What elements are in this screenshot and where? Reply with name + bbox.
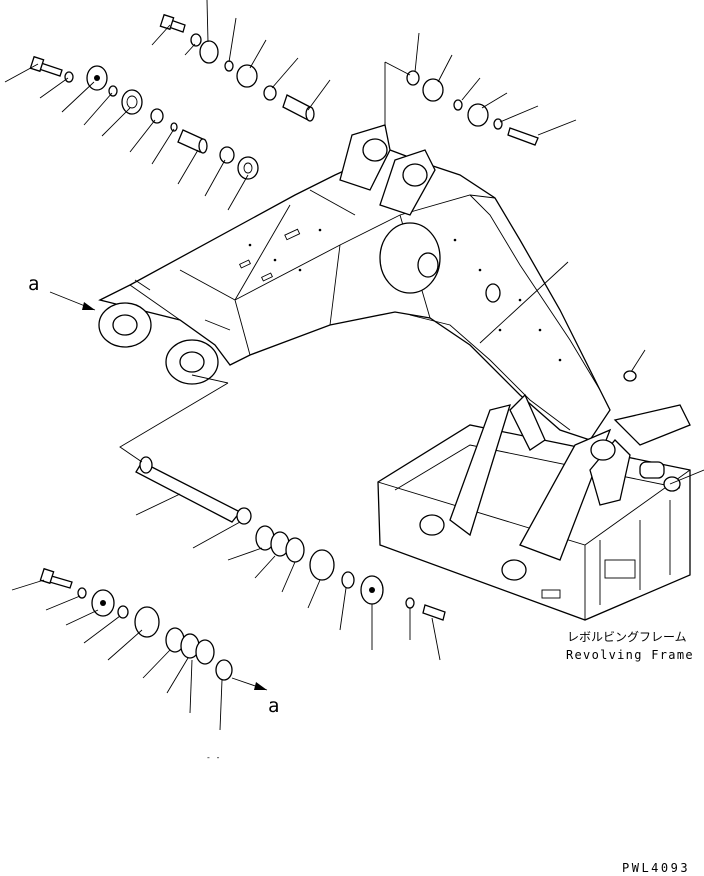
plate-3 bbox=[422, 78, 444, 102]
bushing-1 bbox=[121, 89, 143, 115]
revolving-frame bbox=[377, 393, 691, 621]
washer-5 bbox=[493, 118, 503, 130]
leader-lines bbox=[4, 0, 704, 731]
washer-7 bbox=[77, 587, 87, 599]
collar-3 bbox=[134, 606, 160, 638]
washer-3 bbox=[190, 33, 202, 47]
view-arrow-bottom bbox=[231, 677, 268, 691]
pin-1 bbox=[177, 129, 206, 153]
stray-mark: - - bbox=[206, 753, 220, 762]
parts-upper-middle bbox=[159, 13, 315, 122]
washer-2 bbox=[219, 146, 235, 164]
collar-1 bbox=[237, 156, 259, 180]
shim-ring-3 bbox=[285, 537, 305, 563]
parts-lower-left bbox=[39, 567, 233, 681]
o-ring-5 bbox=[117, 605, 129, 619]
parts-upper-left bbox=[29, 55, 259, 180]
nut-2 bbox=[263, 85, 277, 101]
bushing-3 bbox=[467, 103, 489, 127]
drawing-code: PWL4093 bbox=[622, 861, 690, 875]
washer-6 bbox=[405, 597, 415, 609]
shim-ring-6 bbox=[195, 639, 215, 665]
view-marker-bottom: a bbox=[268, 695, 279, 717]
plate-2 bbox=[199, 40, 219, 64]
bolt-3 bbox=[507, 127, 539, 146]
shim-1 bbox=[170, 122, 178, 132]
bushing-2 bbox=[236, 64, 258, 88]
boom-foot-pin bbox=[135, 461, 242, 523]
collar-2 bbox=[309, 549, 335, 581]
parts-upper-right bbox=[406, 70, 539, 146]
boom bbox=[98, 124, 611, 441]
spacer-2 bbox=[215, 659, 233, 681]
boom-foot-pin-assembly bbox=[135, 456, 446, 621]
spacer-1 bbox=[236, 507, 252, 525]
o-ring-4 bbox=[341, 571, 355, 589]
emblem-plate bbox=[485, 283, 501, 303]
grease-fitting bbox=[623, 370, 637, 382]
o-ring-3 bbox=[453, 99, 463, 111]
o-ring-2 bbox=[224, 60, 234, 72]
bolt-4 bbox=[422, 604, 446, 621]
washer-1 bbox=[64, 71, 74, 83]
frame-label-en: Revolving Frame bbox=[566, 648, 694, 662]
frame-label-jp: レボルビングフレーム bbox=[567, 630, 687, 644]
view-arrow-top bbox=[49, 291, 96, 311]
nut-1 bbox=[150, 108, 164, 124]
washer-4 bbox=[406, 70, 420, 86]
view-marker-top: a bbox=[28, 273, 39, 295]
